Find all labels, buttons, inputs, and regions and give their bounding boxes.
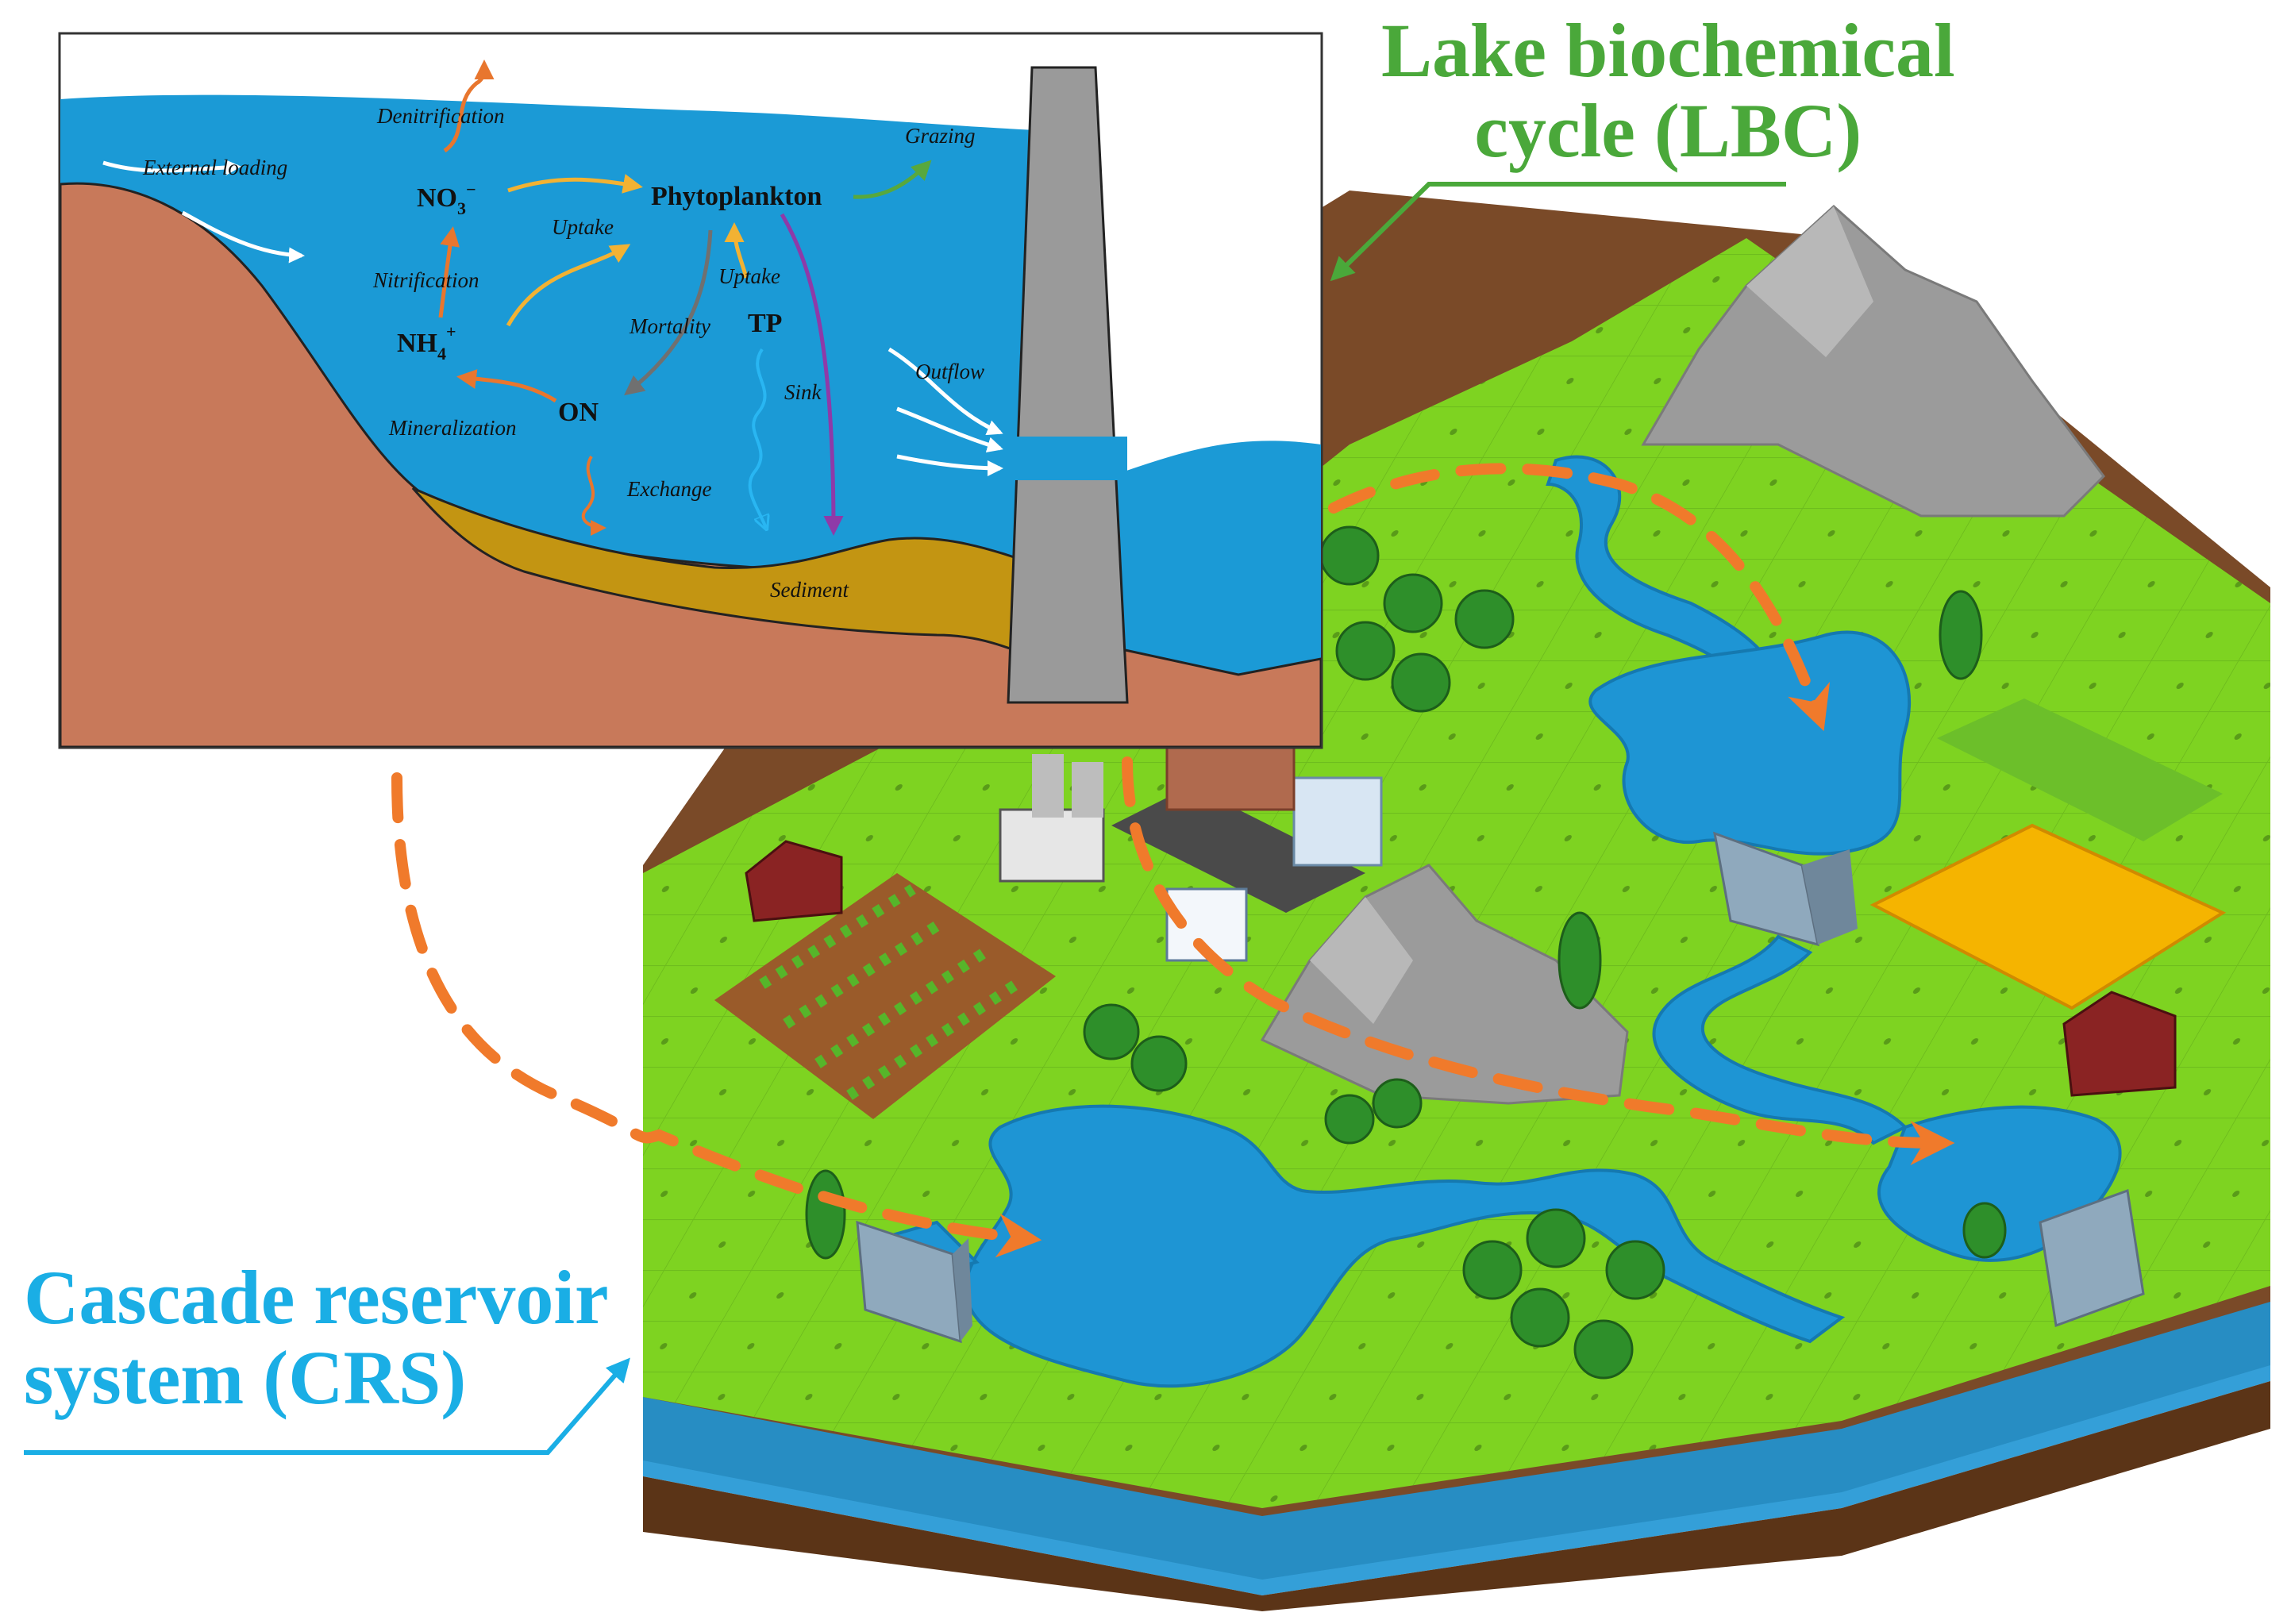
- phytoplankton-label: Phytoplankton: [651, 182, 822, 211]
- lbc-pointer-line: [1330, 182, 1786, 282]
- flow-path-inset: [391, 772, 1042, 1258]
- lbc-title-line1: Lake biochemical: [1381, 8, 1955, 93]
- trees: [805, 525, 2007, 1380]
- reservoir-lower: [964, 1104, 1846, 1388]
- inset-dam: [1007, 66, 1129, 704]
- inset-outflow-water: [992, 437, 1127, 480]
- tp-label: TP: [748, 309, 782, 338]
- corn-field: [1937, 698, 2223, 841]
- mortality-arrow: [624, 229, 713, 396]
- dams: [856, 831, 2145, 1344]
- denitrification-arrow: [443, 60, 495, 153]
- outflow-arrow-1: [888, 347, 1003, 436]
- town: [745, 737, 2177, 1097]
- fields: [714, 698, 2227, 1119]
- nitrification-arrow: [438, 226, 460, 318]
- wheat-field: [1869, 823, 2227, 1010]
- on-label: ON: [558, 398, 599, 427]
- crs-title: Cascade reservoir system (CRS): [24, 1255, 609, 1420]
- tp-uptake-arrow: [724, 222, 749, 279]
- dam-upper: [1713, 831, 1858, 947]
- external-loading-label: External loading: [142, 156, 287, 179]
- mineralization-arrow: [456, 369, 557, 403]
- crs-title-line1: Cascade reservoir: [24, 1255, 609, 1340]
- sink-label: Sink: [784, 380, 822, 404]
- uptake-label-left: Uptake: [552, 215, 614, 239]
- denitrification-label: Denitrification: [376, 104, 504, 128]
- uptake-label-right: Uptake: [718, 264, 780, 288]
- barn-left: [745, 840, 843, 922]
- grazing-arrow: [853, 160, 932, 199]
- building-apartment: [1165, 737, 1296, 811]
- lbc-title: Lake biochemical cycle (LBC): [1381, 8, 1955, 173]
- lbc-title-line2: cycle (LBC): [1474, 87, 1862, 173]
- lbc-inset: Denitrification External loading NO3− Ph…: [58, 32, 1323, 749]
- river-middle: [1652, 934, 1908, 1145]
- flow-path-town: [1122, 756, 1955, 1165]
- mountains: [1260, 204, 2105, 1105]
- road: [1111, 786, 1365, 913]
- outflow-label: Outflow: [915, 360, 984, 383]
- crs-pointer-line: [24, 1357, 630, 1455]
- nitrification-label: Nitrification: [372, 268, 479, 292]
- building-factory: [999, 808, 1105, 883]
- dam-lower-left: [856, 1220, 972, 1344]
- ammonium-uptake-arrow: [506, 244, 631, 327]
- flow-path-upper: [1328, 463, 1831, 732]
- dam-lower-right: [2039, 1188, 2145, 1328]
- crs-title-line2: system (CRS): [24, 1334, 467, 1420]
- mortality-label: Mortality: [629, 314, 710, 338]
- outflow-arrow-3: [896, 454, 1003, 476]
- tp-exchange-arrow: [748, 348, 766, 528]
- outflow-arrow-2: [896, 406, 1003, 452]
- nitrate-uptake-arrow: [507, 174, 643, 194]
- no3-label: NO3−: [417, 179, 476, 218]
- barn-right: [2062, 991, 2177, 1097]
- on-exchange-arrow: [581, 455, 606, 536]
- building-office: [1292, 776, 1383, 867]
- sediment-label: Sediment: [770, 578, 849, 602]
- sink-arrow: [780, 213, 844, 536]
- crop-field: [714, 873, 1056, 1119]
- mineralization-label: Mineralization: [388, 416, 517, 440]
- cascade-flow-path: [391, 463, 1955, 1258]
- nh4-label: NH4+: [397, 321, 456, 364]
- external-loading-arrow-1: [102, 160, 241, 175]
- external-loading-arrow-2: [181, 210, 305, 264]
- landscape: [391, 190, 2270, 1611]
- grazing-label: Grazing: [905, 124, 976, 148]
- exchange-label: Exchange: [626, 477, 711, 501]
